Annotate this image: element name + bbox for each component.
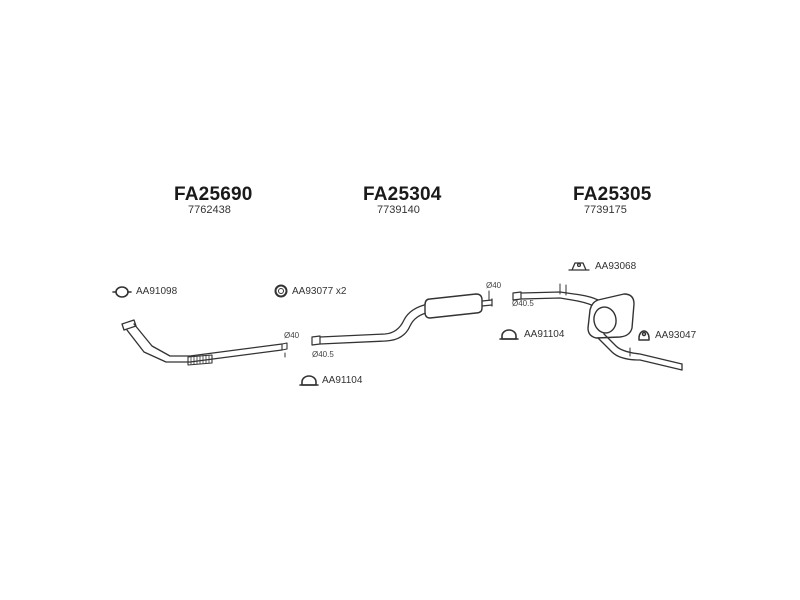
rear-silencer-drawing: [512, 283, 683, 371]
part-label-clamp: AA91104: [524, 329, 565, 340]
oem-number-rear-silencer: 7739175: [584, 204, 627, 216]
dimension-label: Ø40.5: [312, 350, 334, 359]
ring-icon: [274, 284, 288, 298]
hanger-icon: [638, 330, 650, 341]
oem-number-front-pipe: 7762438: [188, 204, 231, 216]
hanger-icon: [568, 262, 590, 271]
part-label-clamp: AA91104: [322, 375, 363, 386]
clamp-icon: [299, 375, 319, 386]
oem-number-middle-silencer: 7739140: [377, 204, 420, 216]
middle-silencer-drawing: [311, 290, 493, 346]
part-label-hanger: AA93068: [595, 261, 637, 272]
clamp-icon: [112, 286, 132, 298]
part-label-ring: AA93077 x2: [292, 286, 347, 297]
front-pipe-drawing: [121, 319, 288, 366]
part-label-hanger: AA93047: [655, 330, 697, 341]
part-code-rear-silencer: FA25305: [573, 184, 652, 205]
part-code-front-pipe: FA25690: [174, 184, 253, 205]
dimension-label: Ø40: [486, 281, 502, 290]
part-code-middle-silencer: FA25304: [363, 184, 442, 205]
dimension-label: Ø40: [284, 331, 300, 340]
clamp-icon: [499, 329, 519, 340]
part-label-clamp: AA91098: [136, 286, 178, 297]
dimension-label: Ø40.5: [512, 299, 534, 308]
